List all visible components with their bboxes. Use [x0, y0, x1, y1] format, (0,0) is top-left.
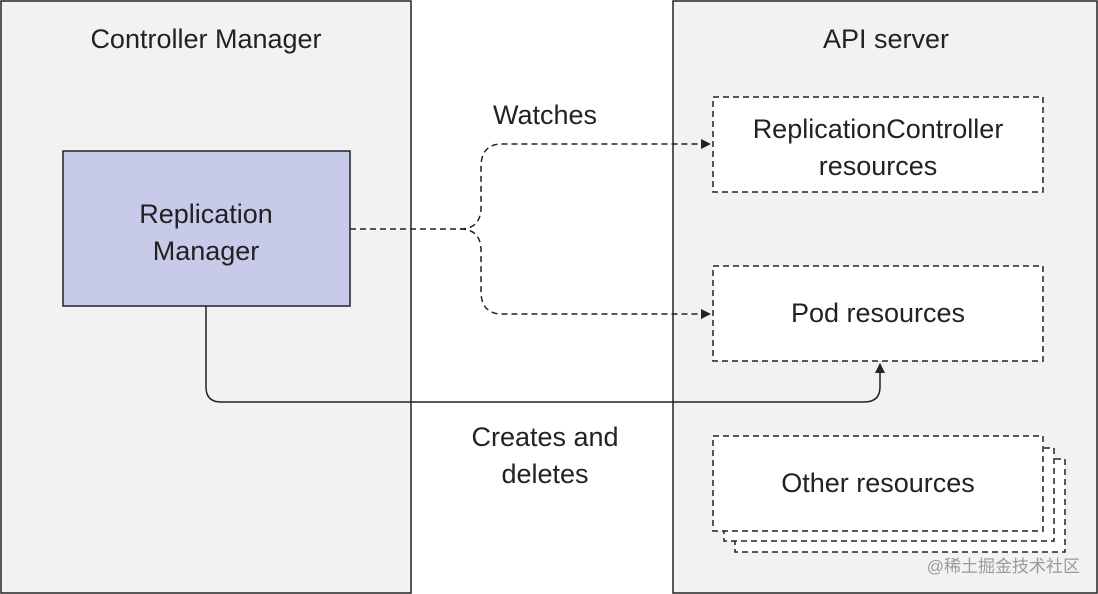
rc-resources-node: ReplicationController resources	[712, 96, 1044, 193]
rc-resources-label-line-2: resources	[819, 151, 938, 181]
creates-deletes-connector	[205, 306, 885, 403]
replication-manager-label-line-2: Manager	[153, 236, 260, 266]
creates-deletes-label-line-1: Creates and	[471, 422, 618, 452]
other-resources-box	[712, 435, 1044, 532]
watches-connector-trunk	[350, 139, 711, 230]
other-resources-label: Other resources	[781, 468, 975, 498]
watermark-text: @稀土掘金技术社区	[927, 557, 1080, 576]
other-resources-node: Other resources	[712, 435, 1066, 553]
controller-manager-title: Controller Manager	[90, 24, 321, 54]
replication-manager-label-line-1: Replication	[139, 199, 273, 229]
replication-manager-box	[62, 150, 351, 307]
rc-resources-label-line-1: ReplicationController	[753, 114, 1004, 144]
pod-resources-box	[712, 265, 1044, 362]
watches-edge: Watches	[350, 100, 711, 319]
watches-connector-branch	[459, 228, 711, 319]
rc-resources-box	[712, 96, 1044, 193]
api-server-title: API server	[823, 24, 949, 54]
pod-resources-label: Pod resources	[791, 298, 965, 328]
creates-deletes-label-line-2: deletes	[501, 459, 588, 489]
watches-label: Watches	[493, 100, 597, 130]
pod-resources-node: Pod resources	[712, 265, 1044, 362]
creates-deletes-edge: Creates and deletes	[205, 306, 885, 489]
replication-manager-node: Replication Manager	[62, 150, 351, 307]
